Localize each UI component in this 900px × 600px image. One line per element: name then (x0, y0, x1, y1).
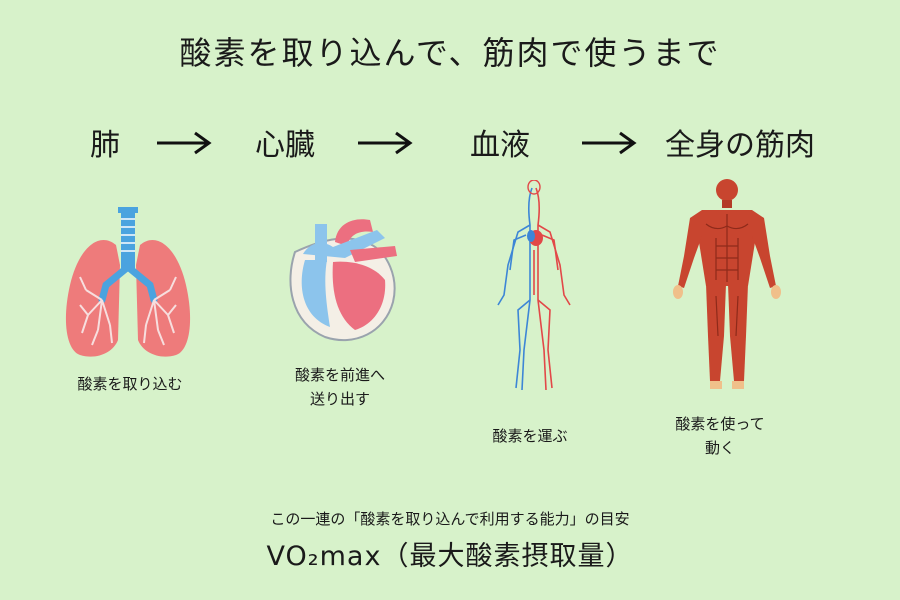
arrow-right-icon (582, 131, 637, 155)
stage-label-muscles: 全身の筋肉 (665, 128, 815, 163)
blood-vessels-icon (497, 180, 571, 391)
stage-label-lungs: 肺 (90, 128, 120, 163)
stage-label-blood: 血液 (470, 128, 530, 163)
footnote: この一連の「酸素を取り込んで利用する能力」の目安 (270, 510, 630, 528)
stage-label-heart: 心臓 (255, 128, 315, 163)
caption-heart: 酸素を前進へ 送り出す (294, 366, 385, 408)
page-title: 酸素を取り込んで、筋肉で使うまで (179, 34, 721, 72)
caption-muscles: 酸素を使って 動く (675, 415, 765, 457)
arrow-right-icon (358, 131, 413, 155)
muscle-body-icon (673, 179, 781, 389)
vo2max-label: VO₂max（最大酸素摂取量） (266, 541, 634, 572)
caption-blood: 酸素を運ぶ (492, 427, 568, 445)
heart-icon (289, 219, 397, 342)
lungs-icon (65, 207, 191, 357)
arrow-right-icon (157, 131, 212, 155)
caption-lungs: 酸素を取り込む (77, 375, 183, 393)
